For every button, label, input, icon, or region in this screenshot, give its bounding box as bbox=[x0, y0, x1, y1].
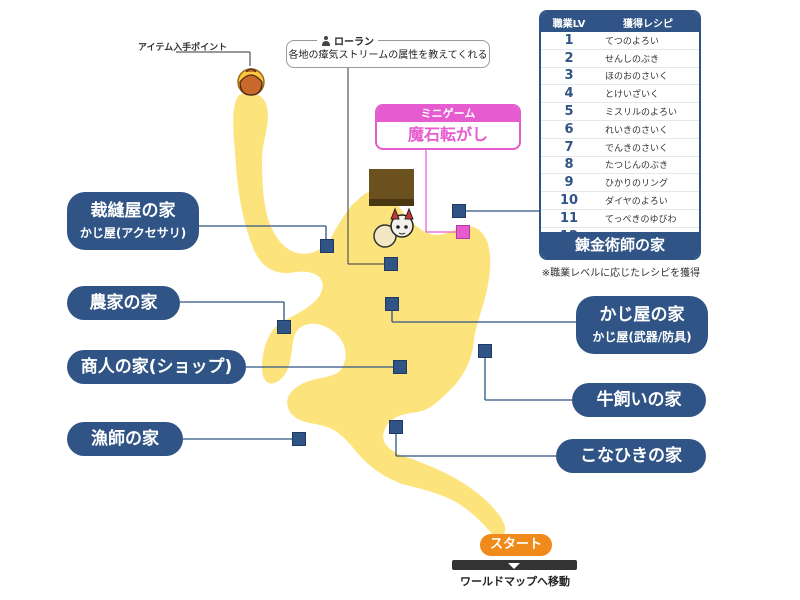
recipe-row: 7 でんきのさいく bbox=[541, 139, 699, 157]
recipe-level: 9 bbox=[564, 175, 574, 191]
recipe-name: てつのよろい bbox=[605, 36, 659, 47]
minigame-title: 魔石転がし bbox=[407, 125, 488, 144]
recipe-table-header: 職業LV 獲得レシピ bbox=[541, 12, 699, 32]
minigame-caption: ミニゲーム bbox=[377, 106, 519, 122]
recipe-level: 7 bbox=[564, 139, 574, 155]
recipe-name: せんしのぶき bbox=[605, 54, 660, 65]
world-map-exit-label: ワールドマップへ移動 bbox=[460, 575, 570, 588]
person-icon bbox=[321, 35, 331, 46]
tailor-house-sub: かじ屋(アクセサリ) bbox=[79, 226, 187, 240]
fisher-house-label[interactable]: 漁師の家 bbox=[67, 422, 183, 456]
npc-callout: ローラン 各地の瘴気ストリームの属性を教えてくれる bbox=[286, 33, 490, 68]
recipe-level: 1 bbox=[564, 32, 574, 48]
recipe-note: ※職業レベルに応じたレシピを獲得 bbox=[541, 268, 701, 279]
recipe-level: 4 bbox=[564, 86, 574, 102]
item-bag-icon[interactable] bbox=[237, 68, 265, 96]
minigame-connector bbox=[425, 150, 463, 233]
recipe-level: 11 bbox=[559, 210, 579, 226]
alchemist-house-title[interactable]: 錬金術師の家 bbox=[541, 232, 699, 258]
recipe-name: とけいざいく bbox=[605, 90, 660, 101]
recipe-row: 2 せんしのぶき bbox=[541, 50, 699, 68]
smith-house-title: かじ屋の家 bbox=[599, 305, 685, 325]
start-badge[interactable]: スタート bbox=[480, 534, 552, 556]
recipe-row: 3 ほのおのさいく bbox=[541, 68, 699, 86]
npc-character-icon[interactable] bbox=[373, 207, 414, 248]
recipe-level: 10 bbox=[559, 193, 579, 209]
smith-house-sub: かじ屋(武器/防具) bbox=[592, 330, 692, 344]
recipe-name: ひかりのリング bbox=[605, 179, 669, 190]
alchemist-house-marker[interactable] bbox=[452, 204, 466, 218]
walkable-path bbox=[233, 92, 506, 536]
recipe-row: 10 ダイヤのよろい bbox=[541, 192, 699, 210]
recipe-name: ほのおのさいく bbox=[605, 72, 669, 83]
fisher-house-title: 漁師の家 bbox=[91, 429, 159, 449]
tailor-house-marker[interactable] bbox=[320, 239, 334, 253]
recipe-row: 8 たつじんのぶき bbox=[541, 157, 699, 175]
down-arrow-icon bbox=[508, 563, 520, 569]
tailor-house-title: 裁縫屋の家 bbox=[90, 201, 176, 221]
recipe-row: 6 れいきのさいく bbox=[541, 121, 699, 139]
recipe-name: ダイヤのよろい bbox=[605, 197, 668, 208]
recipe-name: れいきのさいく bbox=[605, 125, 669, 136]
recipe-row: 1 てつのよろい bbox=[541, 32, 699, 50]
building-roof bbox=[369, 169, 414, 199]
tailor-house-label[interactable]: 裁縫屋の家 かじ屋(アクセサリ) bbox=[67, 192, 199, 250]
recipe-level: 6 bbox=[564, 121, 574, 137]
recipe-rows: 1 てつのよろい 2 せんしのぶき 3 ほのおのさいく 4 とけいざいく 5 ミスリルのよろい 6 れ… bbox=[541, 32, 699, 246]
recipe-row: 9 ひかりのリング bbox=[541, 174, 699, 193]
recipe-name: たつじんのぶき bbox=[605, 161, 669, 172]
item-point-label: アイテム入手ポイント bbox=[138, 43, 228, 53]
alchemist-recipe-table: 職業LV 獲得レシピ 1 てつのよろい 2 せんしのぶき 3 ほのおのさいく 4 とけいざいく… bbox=[539, 10, 701, 260]
npc-name: ローラン bbox=[334, 37, 374, 48]
recipe-level: 5 bbox=[564, 104, 574, 120]
building-base bbox=[369, 199, 414, 206]
recipe-level: 3 bbox=[564, 68, 574, 84]
recipe-header-level: 職業LV bbox=[552, 18, 586, 30]
recipe-row: 5 ミスリルのよろい bbox=[541, 103, 699, 121]
recipe-name: てっぺきのゆびわ bbox=[605, 214, 677, 225]
minigame-callout[interactable]: ミニゲーム 魔石転がし bbox=[375, 104, 521, 150]
cattle-house-marker[interactable] bbox=[478, 344, 492, 358]
recipe-row: 11 てっぺきのゆびわ bbox=[541, 210, 699, 228]
recipe-level: 2 bbox=[564, 50, 574, 66]
recipe-row: 4 とけいざいく bbox=[541, 85, 699, 104]
farmer-house-label[interactable]: 農家の家 bbox=[67, 286, 180, 320]
merchant-house-label[interactable]: 商人の家(ショップ) bbox=[67, 350, 246, 384]
fisher-house-marker[interactable] bbox=[292, 432, 306, 446]
npc-marker[interactable] bbox=[384, 257, 398, 271]
miller-house-label[interactable]: こなひきの家 bbox=[556, 439, 706, 473]
recipe-header-recipe: 獲得レシピ bbox=[623, 18, 673, 30]
npc-description: 各地の瘴気ストリームの属性を教えてくれる bbox=[288, 50, 488, 61]
cattle-house-title: 牛飼いの家 bbox=[596, 390, 682, 410]
recipe-name: でんきのさいく bbox=[605, 143, 669, 154]
recipe-name: ミスリルのよろい bbox=[605, 108, 678, 119]
minigame-marker[interactable] bbox=[456, 225, 470, 239]
miller-house-title: こなひきの家 bbox=[580, 446, 682, 466]
farmer-house-marker[interactable] bbox=[277, 320, 291, 334]
merchant-house-title: 商人の家(ショップ) bbox=[80, 357, 233, 377]
merchant-house-marker[interactable] bbox=[393, 360, 407, 374]
recipe-level: 8 bbox=[564, 157, 574, 173]
npc-name-tag: ローラン bbox=[317, 33, 378, 48]
npc-connector bbox=[347, 68, 390, 265]
smith-house-label[interactable]: かじ屋の家 かじ屋(武器/防具) bbox=[576, 296, 708, 354]
farmer-house-title: 農家の家 bbox=[89, 293, 158, 313]
cattle-house-label[interactable]: 牛飼いの家 bbox=[572, 383, 706, 417]
miller-house-marker[interactable] bbox=[389, 420, 403, 434]
smith-house-marker[interactable] bbox=[385, 297, 399, 311]
